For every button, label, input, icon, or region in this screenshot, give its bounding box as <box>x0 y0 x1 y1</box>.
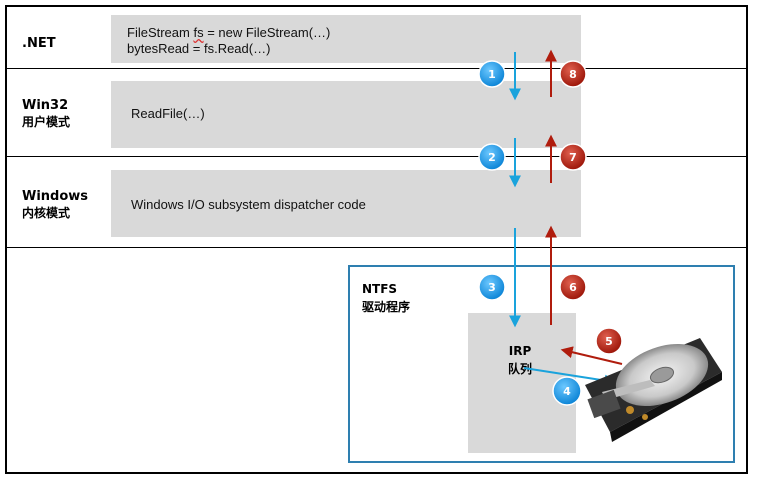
layer-subtitle: 用户模式 <box>22 115 71 129</box>
code-fragment: = new FileStream(…) <box>203 25 331 40</box>
step-badge-5: 5 <box>595 327 623 355</box>
step-badge-6: 6 <box>559 273 587 301</box>
step-number: 5 <box>605 335 613 348</box>
ntfs-subtitle: 驱动程序 <box>362 300 411 314</box>
step-number: 2 <box>488 151 496 164</box>
step-badge-4: 4 <box>552 376 582 406</box>
net-code-line-1: FileStream fs = new FileStream(…) <box>127 25 330 41</box>
irp-label: IRP 队列 <box>500 342 540 378</box>
layer-separator <box>7 156 748 157</box>
code-fragment: FileStream <box>127 25 194 40</box>
step-number: 4 <box>563 385 571 398</box>
layer-label-win32: Win32 用户模式 <box>22 97 70 131</box>
irp-subtitle: 队列 <box>507 362 532 376</box>
irp-title: IRP <box>508 344 532 358</box>
windows-box <box>111 170 581 237</box>
step-badge-1: 1 <box>478 60 506 88</box>
step-badge-3: 3 <box>478 273 506 301</box>
step-number: 7 <box>569 151 577 164</box>
layer-title: .NET <box>22 36 56 51</box>
win32-text: ReadFile(…) <box>131 106 205 121</box>
diagram-frame <box>5 5 748 474</box>
layer-title: Win32 <box>22 98 69 113</box>
layer-title: Windows <box>22 189 89 204</box>
layer-separator <box>7 247 748 248</box>
step-number: 3 <box>488 281 496 294</box>
ntfs-label: NTFS 驱动程序 <box>362 280 410 316</box>
windows-text: Windows I/O subsystem dispatcher code <box>131 197 366 212</box>
net-code-box <box>111 15 581 63</box>
net-code-line-2: bytesRead = fs.Read(…) <box>127 41 271 56</box>
ntfs-title: NTFS <box>362 282 398 296</box>
ntfs-driver-box <box>348 265 735 463</box>
win32-box <box>111 81 581 148</box>
hard-drive-icon <box>585 338 722 442</box>
step-badge-7: 7 <box>559 143 587 171</box>
step-badge-2: 2 <box>478 143 506 171</box>
net-code-text: FileStream fs = new FileStream(…) bytesR… <box>127 25 330 57</box>
step-number: 8 <box>569 68 577 81</box>
layer-label-net: .NET <box>22 35 56 52</box>
layer-separator <box>7 68 748 69</box>
arrow-from-disk-5 <box>560 346 623 365</box>
step-number: 1 <box>488 68 496 81</box>
code-variable: fs <box>193 25 204 40</box>
layer-label-windows: Windows 内核模式 <box>22 188 88 222</box>
layer-subtitle: 内核模式 <box>22 206 71 220</box>
step-number: 6 <box>569 281 577 294</box>
step-badge-8: 8 <box>559 60 587 88</box>
